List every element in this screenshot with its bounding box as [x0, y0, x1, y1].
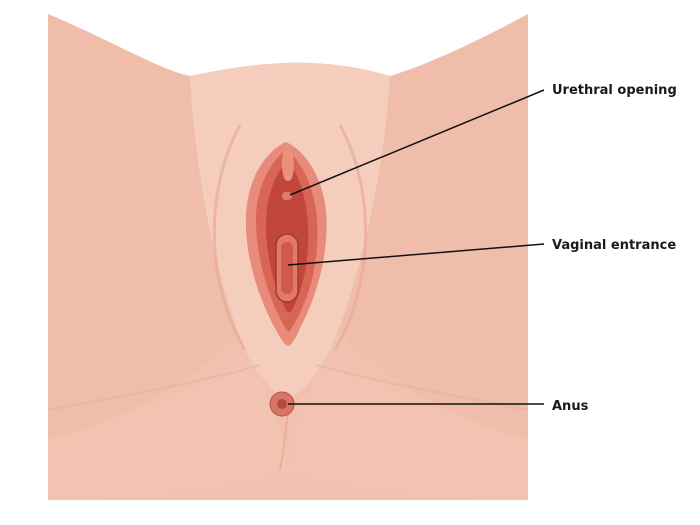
- urethral-opening: [280, 190, 294, 202]
- left-buttock-curve: [47, 364, 261, 411]
- right-buttock: [288, 360, 528, 500]
- leader-line-vaginal: [287, 243, 545, 266]
- label-urethral-opening: Urethral opening: [552, 83, 677, 98]
- label-vaginal-entrance: Vaginal entrance: [552, 238, 676, 253]
- label-anus: Anus: [552, 399, 589, 414]
- vaginal-entrance-inner: [281, 242, 293, 294]
- anus-center: [277, 399, 287, 409]
- left-thigh-shade: [48, 14, 240, 440]
- leader-line-urethral: [289, 89, 545, 196]
- clitoral-hood: [281, 142, 294, 181]
- right-thigh-shade: [340, 14, 528, 440]
- right-groin-fold: [333, 124, 368, 351]
- left-buttock: [48, 360, 288, 500]
- left-groin-fold: [212, 124, 247, 351]
